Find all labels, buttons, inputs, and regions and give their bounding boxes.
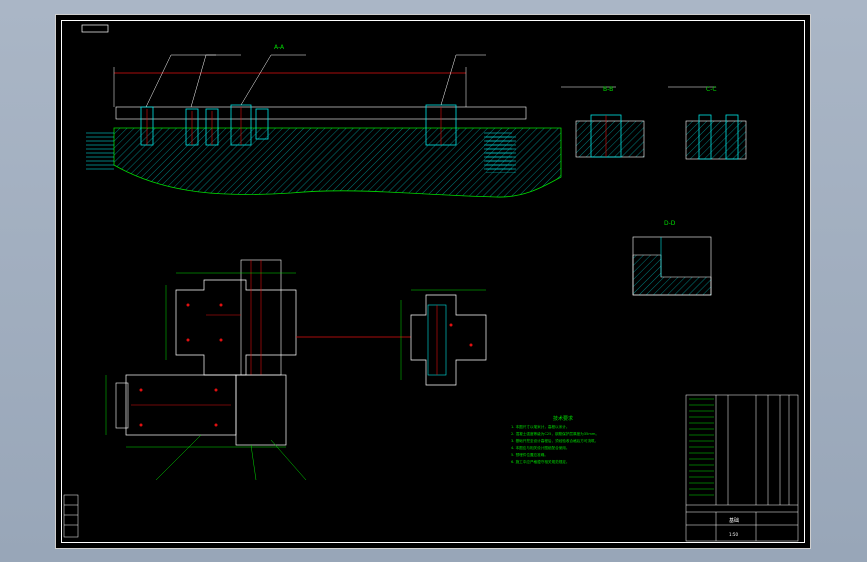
section-d-d: D-D <box>632 220 712 296</box>
cad-drawing: A-A B-B C-C D-D <box>63 24 799 542</box>
section-b-label: B-B <box>603 86 613 93</box>
section-a-a: A-A <box>86 44 562 198</box>
section-c-c: C-C <box>668 86 747 160</box>
note-line: 1. 本图尺寸以毫米计，高程以米计。 <box>511 424 569 429</box>
drawing-sheet: A-A B-B C-C D-D <box>55 14 811 549</box>
drawing-frame <box>61 20 805 543</box>
technical-notes: 技术要求 1. 本图尺寸以毫米计，高程以米计。 2. 混凝土强度等级为C25，钢… <box>511 415 599 464</box>
plan-view <box>105 259 487 481</box>
title-block-name: 基础 <box>729 517 739 524</box>
note-line: 6. 施工中应严格遵守相关规范规定。 <box>511 459 569 464</box>
revision-stamp <box>63 494 79 538</box>
note-line: 3. 基础开挖至设计高程后，须经验收合格后方可浇筑。 <box>511 438 598 443</box>
section-c-label: C-C <box>706 86 717 93</box>
note-line: 2. 混凝土强度等级为C25，钢筋保护层厚度为35mm。 <box>511 431 599 436</box>
note-line: 5. 预埋件位置应准确。 <box>511 452 548 457</box>
title-block-scale: 1:50 <box>729 532 738 537</box>
parts-list <box>685 394 799 542</box>
drawing-tag <box>81 24 109 33</box>
section-b-b: B-B <box>561 86 645 158</box>
notes-title: 技术要求 <box>553 415 573 422</box>
note-line: 4. 本图应与相关设计图纸配合使用。 <box>511 445 569 450</box>
section-a-label: A-A <box>274 44 285 51</box>
section-d-label: D-D <box>664 220 676 227</box>
